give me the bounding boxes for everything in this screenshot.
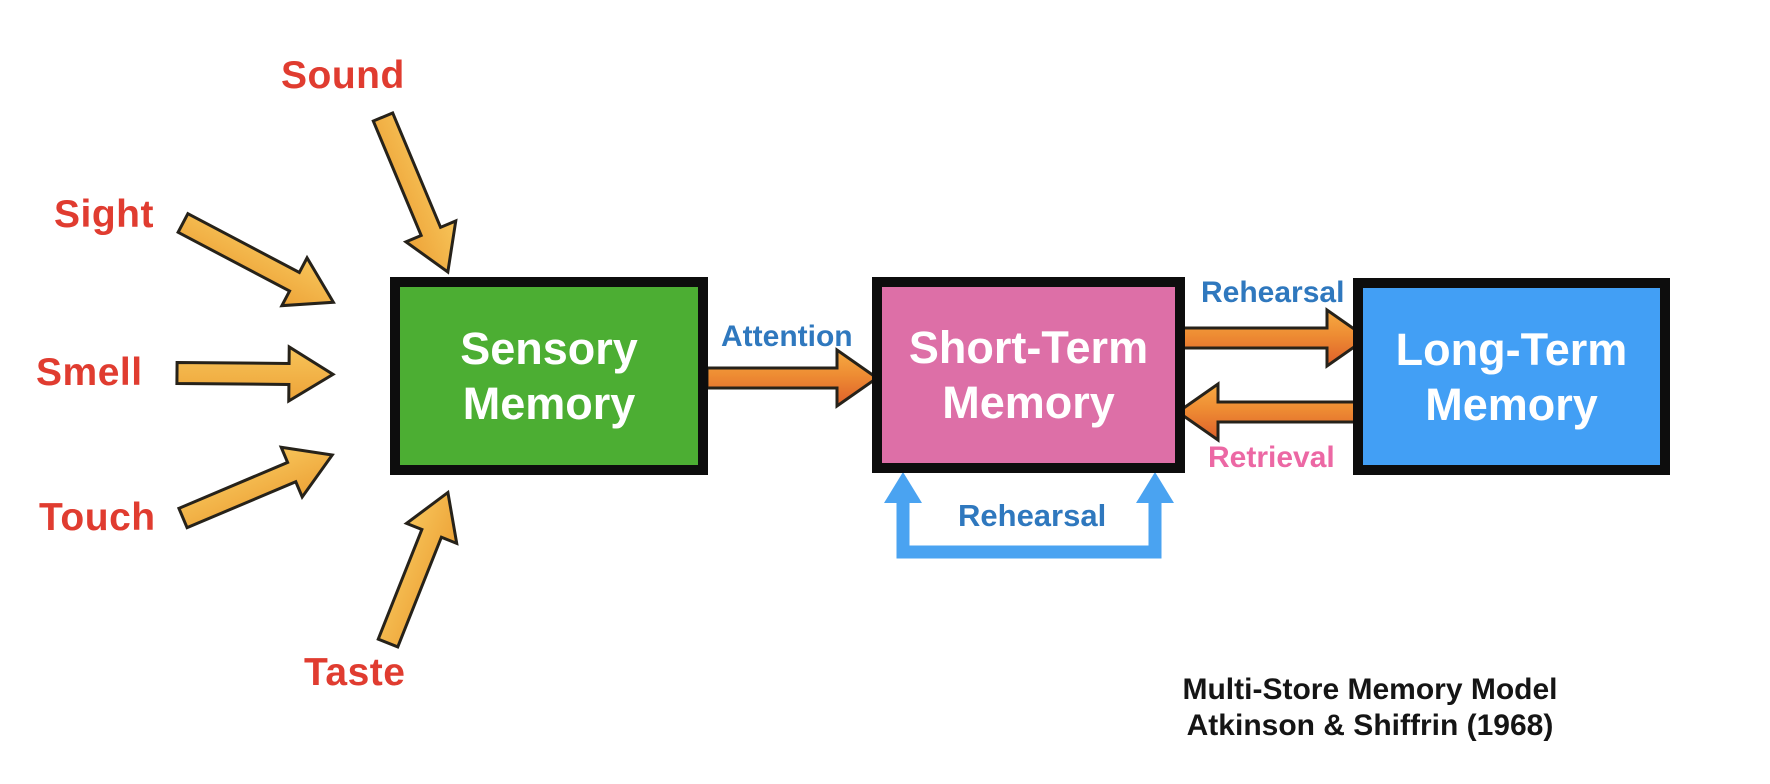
sensory-memory-box: Sensory Memory bbox=[390, 277, 708, 475]
rehearsal-to-ltm-arrow bbox=[1181, 307, 1370, 369]
rehearsal-loop-arrowhead-left bbox=[884, 472, 922, 503]
sense-label-smell: Smell bbox=[36, 351, 143, 394]
short-term-memory-label-line2: Memory bbox=[942, 377, 1115, 428]
caption-authors: Atkinson & Shiffrin (1968) bbox=[1186, 709, 1554, 742]
sense-label-sight: Sight bbox=[54, 193, 154, 236]
attention-label: Attention bbox=[721, 320, 853, 353]
short-term-memory-box: Short-Term Memory bbox=[872, 277, 1185, 473]
sound-arrow bbox=[371, 110, 458, 275]
long-term-memory-box: Long-Term Memory bbox=[1353, 278, 1670, 475]
rehearsal-to-ltm-label: Rehearsal bbox=[1201, 276, 1345, 309]
long-term-memory-label-line2: Memory bbox=[1425, 378, 1598, 430]
rehearsal-loop-label: Rehearsal bbox=[958, 498, 1107, 533]
sense-label-sound: Sound bbox=[281, 54, 405, 97]
touch-arrow bbox=[176, 445, 335, 530]
sensory-memory-label-line2: Memory bbox=[462, 378, 636, 429]
diagram-caption: Multi-Store Memory Model Atkinson & Shif… bbox=[1120, 672, 1620, 744]
sense-label-taste: Taste bbox=[304, 651, 406, 694]
sensory-memory-label-line1: Sensory bbox=[460, 323, 638, 374]
short-term-memory-label-line1: Short-Term bbox=[908, 322, 1149, 373]
retrieval-arrow bbox=[1175, 381, 1358, 443]
attention-arrow bbox=[705, 347, 880, 409]
rehearsal-loop-arrowhead-right bbox=[1136, 472, 1174, 503]
rehearsal-loop-arrow bbox=[896, 495, 1162, 559]
taste-arrow bbox=[376, 489, 459, 649]
long-term-memory-label-line1: Long-Term bbox=[1395, 323, 1628, 375]
retrieval-label: Retrieval bbox=[1208, 441, 1335, 474]
smell-arrow bbox=[175, 344, 336, 404]
sight-arrow bbox=[176, 211, 336, 308]
sense-label-touch: Touch bbox=[39, 496, 156, 539]
caption-title: Multi-Store Memory Model bbox=[1182, 673, 1558, 706]
